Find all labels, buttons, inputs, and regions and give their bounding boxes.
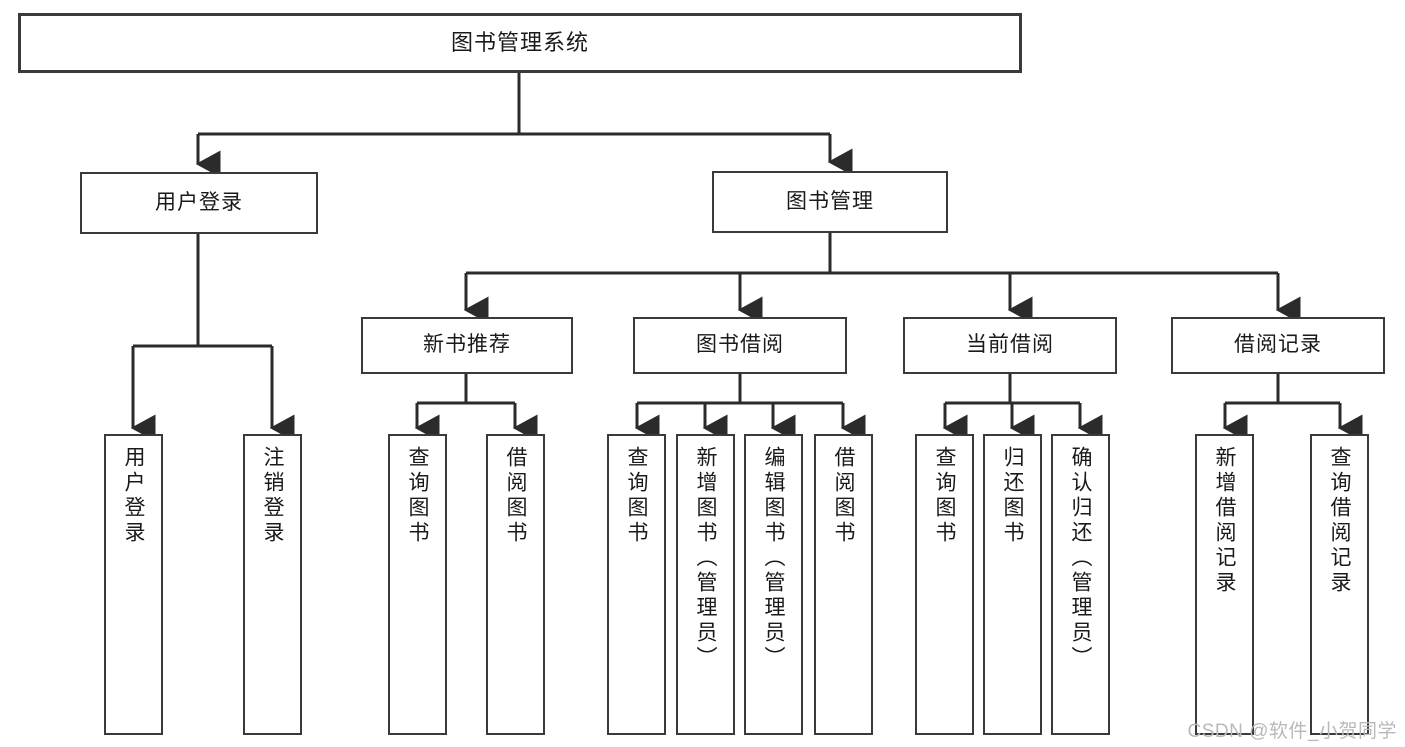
node-user-login[interactable]: 用户登录 <box>80 172 318 234</box>
node-root-book-management-system[interactable]: 图书管理系统 <box>18 13 1022 73</box>
node-current-borrow[interactable]: 当前借阅 <box>903 317 1117 374</box>
node-label: 图书管理 <box>786 189 874 213</box>
node-new-book-recommend[interactable]: 新书推荐 <box>361 317 573 374</box>
leaf-query-book-borrow[interactable]: 查询图书 <box>607 434 666 735</box>
node-label: 新书推荐 <box>423 333 511 357</box>
node-label: 图书管理系统 <box>450 30 589 56</box>
node-label: 查询图书 <box>933 446 956 546</box>
node-label: 当前借阅 <box>966 333 1054 357</box>
leaf-add-book-admin[interactable]: 新增图书（管理员） <box>676 434 735 735</box>
node-label: 查询图书 <box>625 446 648 546</box>
node-book-manage[interactable]: 图书管理 <box>712 171 948 233</box>
leaf-borrow-book[interactable]: 借阅图书 <box>814 434 873 735</box>
leaf-query-borrow-record[interactable]: 查询借阅记录 <box>1310 434 1369 735</box>
node-borrow-record[interactable]: 借阅记录 <box>1171 317 1385 374</box>
leaf-query-book-current[interactable]: 查询图书 <box>915 434 974 735</box>
node-label: 注销登录 <box>261 446 284 546</box>
node-label: 查询图书 <box>406 446 429 546</box>
node-label: 新增图书（管理员） <box>694 446 717 671</box>
node-label: 归还图书 <box>1001 446 1024 546</box>
csdn-watermark: CSDN @软件_小贺同学 <box>1187 721 1397 742</box>
leaf-confirm-return-admin[interactable]: 确认归还（管理员） <box>1051 434 1110 735</box>
node-label: 编辑图书（管理员） <box>762 446 785 671</box>
node-label: 图书借阅 <box>696 333 784 357</box>
node-label: 借阅记录 <box>1234 333 1322 357</box>
leaf-user-login[interactable]: 用户登录 <box>104 434 163 735</box>
node-label: 新增借阅记录 <box>1213 446 1236 596</box>
leaf-user-logout[interactable]: 注销登录 <box>243 434 302 735</box>
node-book-borrow[interactable]: 图书借阅 <box>633 317 847 374</box>
node-label: 确认归还（管理员） <box>1069 446 1092 671</box>
node-label: 借阅图书 <box>832 446 855 546</box>
node-label: 用户登录 <box>155 190 243 214</box>
leaf-edit-book-admin[interactable]: 编辑图书（管理员） <box>744 434 803 735</box>
node-label: 用户登录 <box>122 446 145 546</box>
leaf-query-book-recommend[interactable]: 查询图书 <box>388 434 447 735</box>
leaf-borrow-book-recommend[interactable]: 借阅图书 <box>486 434 545 735</box>
node-label: 借阅图书 <box>504 446 527 546</box>
leaf-add-borrow-record[interactable]: 新增借阅记录 <box>1195 434 1254 735</box>
leaf-return-book[interactable]: 归还图书 <box>983 434 1042 735</box>
node-label: 查询借阅记录 <box>1328 446 1351 596</box>
